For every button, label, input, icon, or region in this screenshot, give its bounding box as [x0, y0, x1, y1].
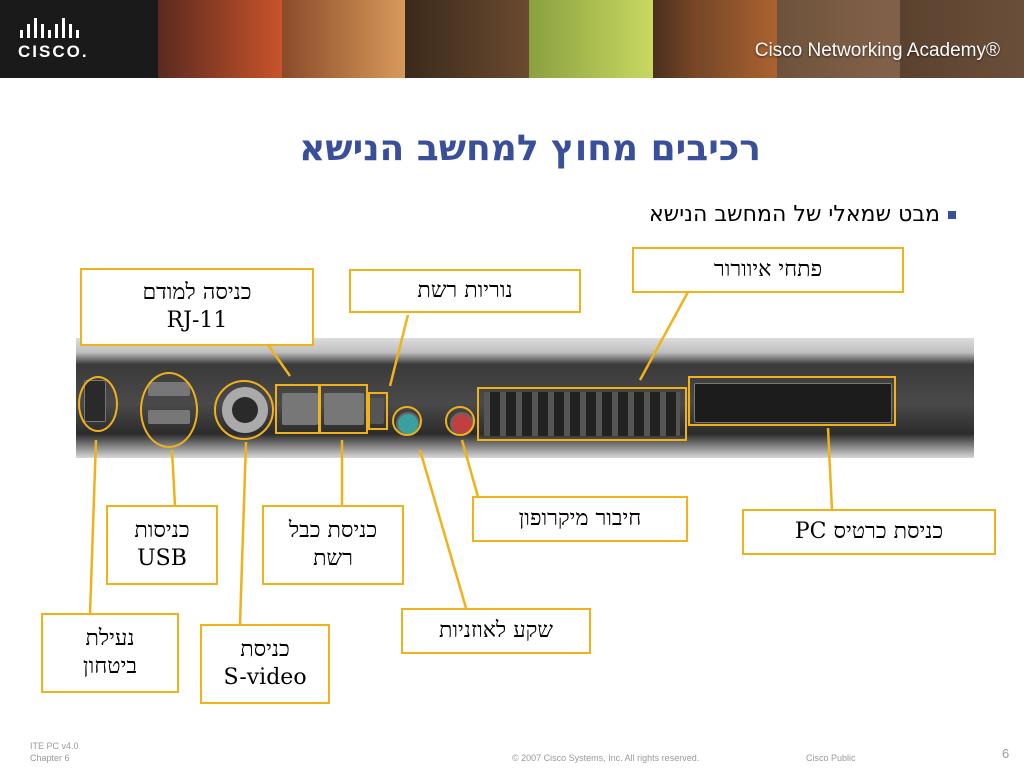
pc-card-slot	[694, 383, 892, 423]
header-banner: CISCO. Cisco Networking Academy®	[0, 0, 1024, 78]
air-vents	[484, 392, 680, 436]
network-leds	[370, 398, 384, 424]
label-security-lock: נעילת ביטחון	[41, 613, 179, 693]
highlight-leds	[368, 392, 388, 430]
label-modem-port: כניסה למודם RJ-11	[80, 268, 314, 346]
label-svideo-port: כניסת S-video	[200, 624, 330, 704]
label-network-leds: נוריות רשת	[349, 269, 581, 313]
cisco-bars-icon	[20, 18, 138, 38]
footer-course: ITE PC v4.0	[30, 741, 79, 751]
academy-title: Cisco Networking Academy®	[754, 40, 1000, 61]
label-usb-ports: כניסות USB	[106, 505, 218, 585]
slide-title: רכיבים מחוץ למחשב הנישא	[299, 128, 761, 169]
highlight-microphone	[445, 406, 475, 436]
cisco-wordmark: CISCO.	[18, 42, 89, 61]
footer-classification: Cisco Public	[806, 753, 856, 763]
page-number: 6	[1002, 746, 1010, 761]
highlight-headphone	[392, 406, 422, 436]
footer-course-info: ITE PC v4.0 Chapter 6	[30, 740, 79, 764]
highlight-vents	[477, 387, 687, 441]
label-microphone: חיבור מיקרופון	[472, 496, 688, 542]
label-air-vents: פתחי איוורור	[632, 247, 904, 293]
highlight-svideo	[214, 380, 274, 440]
bullet-text: מבט שמאלי של המחשב הנישא	[648, 202, 940, 227]
footer-chapter: Chapter 6	[30, 753, 70, 763]
footer-copyright: © 2007 Cisco Systems, Inc. All rights re…	[512, 753, 700, 763]
label-pc-card-slot: כניסת כרטיס PC	[742, 509, 996, 555]
highlight-security-lock	[78, 376, 118, 432]
bullet-item: מבט שמאלי של המחשב הנישא	[649, 202, 956, 227]
highlight-pccard	[688, 376, 896, 426]
label-headphone-jack: שקע לאוזניות	[401, 608, 591, 654]
rj11-port	[282, 393, 318, 425]
label-network-port: כניסת כבל רשת	[262, 505, 404, 585]
bullet-square-icon	[948, 210, 956, 219]
highlight-rj45	[318, 384, 368, 434]
highlight-usb	[140, 372, 198, 448]
cisco-logo: CISCO.	[18, 18, 138, 62]
highlight-rj11	[275, 384, 321, 434]
rj45-port	[324, 393, 364, 425]
